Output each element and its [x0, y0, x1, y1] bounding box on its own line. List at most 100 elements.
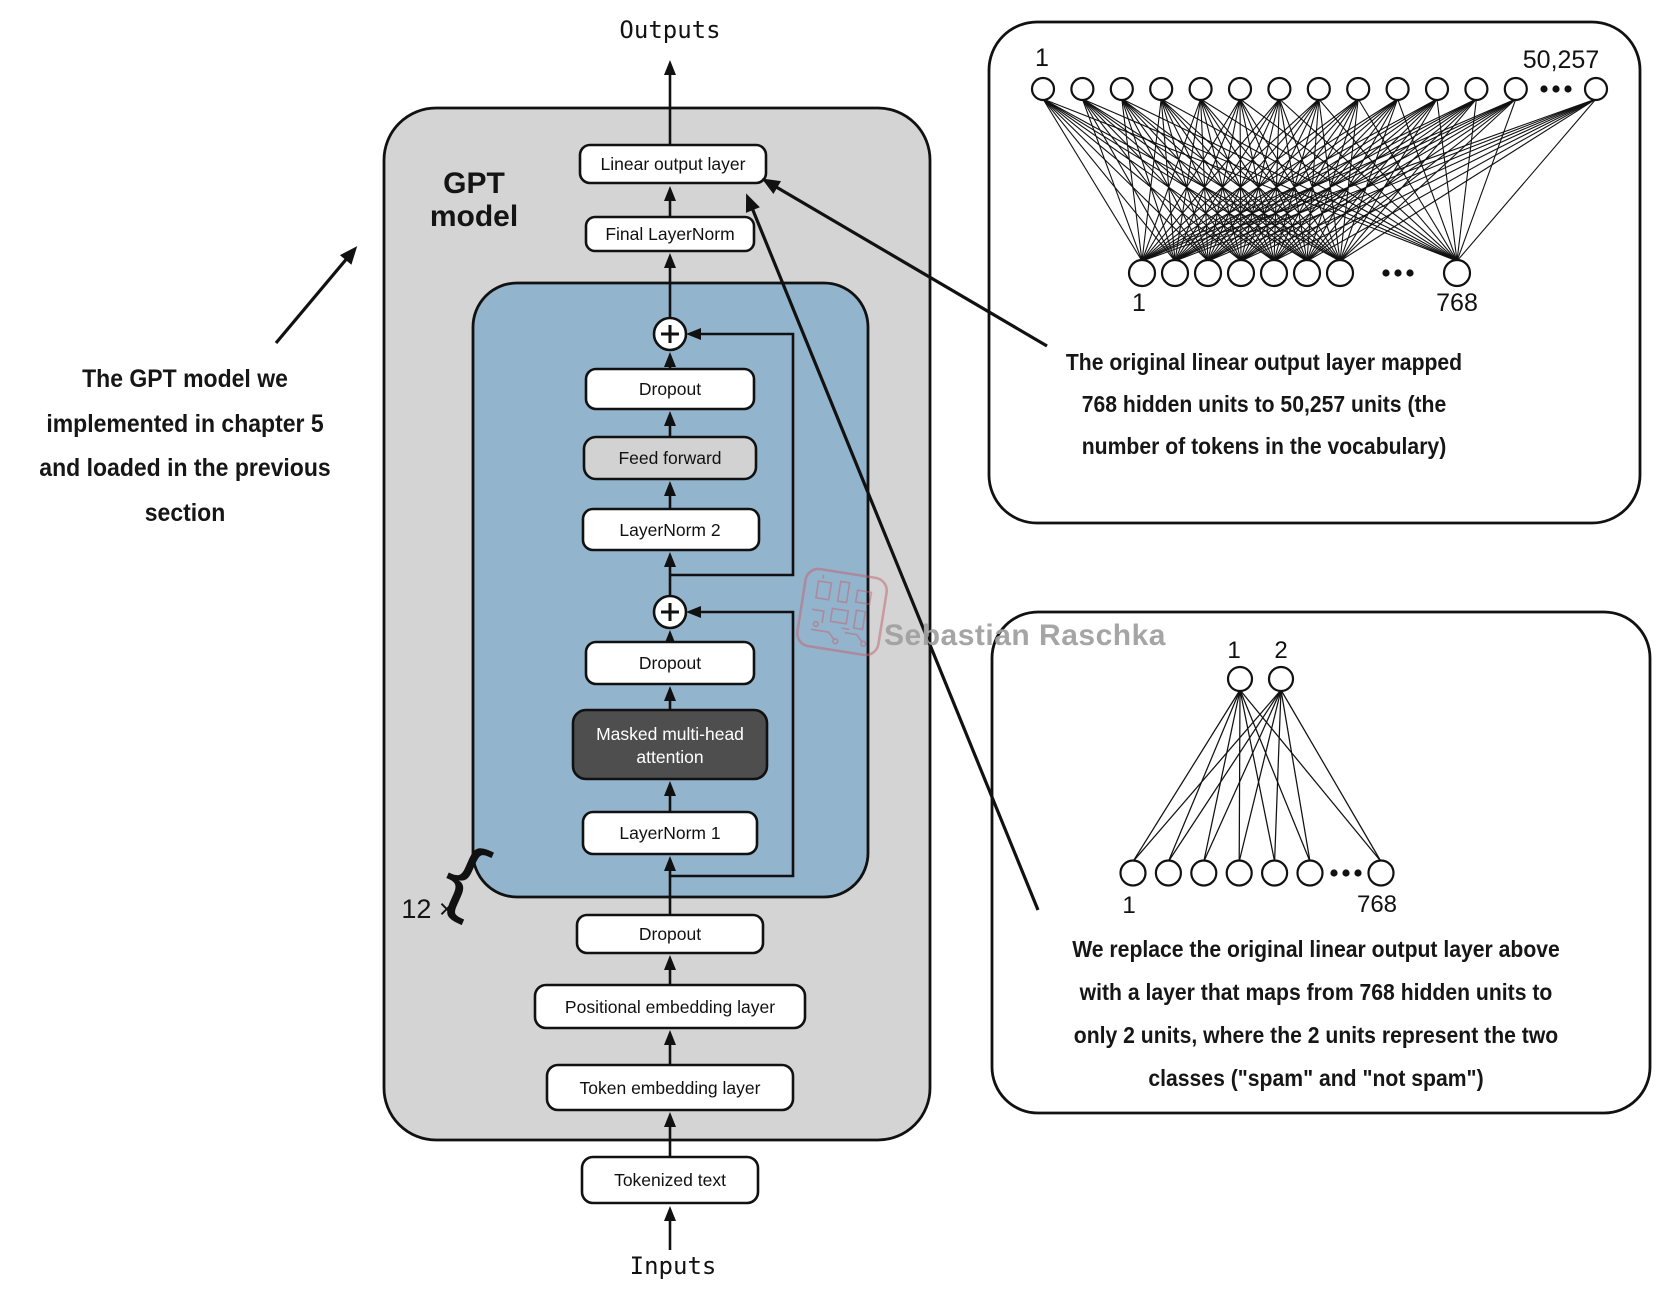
network-edge [1273, 98, 1517, 262]
layernorm2-box [581, 507, 761, 552]
gpt-model-title-line2: model [429, 200, 519, 233]
network-edge [1200, 98, 1275, 262]
network-edge [1203, 689, 1241, 862]
dropout-top-label: Dropout [639, 379, 701, 399]
replacement-output-layer-network [1119, 665, 1395, 887]
final-layernorm-label: Final LayerNorm [605, 224, 734, 244]
ellipsis-dot [1540, 85, 1548, 93]
original-layer-caption-line: 768 hidden units to 50,257 units (the [1081, 391, 1447, 417]
network-node [1227, 76, 1253, 102]
network-node [1306, 76, 1331, 102]
repl-top-label-2: 2 [1274, 637, 1287, 664]
network-node [1030, 76, 1056, 102]
network-edge [1141, 98, 1280, 262]
network-edge [1082, 98, 1308, 262]
network-node [1127, 258, 1157, 288]
masked-attention-label-line2: attention [636, 747, 703, 767]
network-edge [1141, 98, 1162, 262]
network-node [1367, 859, 1395, 887]
original-output-layer-network [1030, 76, 1609, 288]
original-layer-caption-line: number of tokens in the vocabulary) [1081, 433, 1447, 459]
outputs-label: Outputs [619, 16, 721, 44]
network-edge [1306, 98, 1477, 262]
network-edge [1273, 689, 1282, 862]
network-edge [1141, 98, 1320, 262]
network-edge [1456, 98, 1597, 262]
network-edge [1273, 98, 1359, 262]
network-node [1442, 258, 1472, 288]
network-edge [1121, 98, 1143, 262]
network-node [1226, 665, 1254, 693]
layernorm1-box [581, 810, 759, 856]
network-edge [1207, 98, 1517, 262]
network-edge [1167, 689, 1282, 862]
arrow-left-note-to-gpt [274, 246, 358, 345]
orig-bottom-last-label: 768 [1436, 289, 1478, 317]
network-edge [1121, 98, 1209, 262]
ellipsis-dot [1564, 85, 1572, 93]
network-edge [1042, 98, 1143, 262]
positional-embedding-box [533, 983, 807, 1030]
arrow-original-panel-to-linear-output [761, 178, 1048, 348]
network-edge [1306, 98, 1359, 262]
network-node [1267, 76, 1292, 102]
network-edge [1238, 689, 1241, 862]
network-edge [1238, 689, 1282, 862]
network-node [1109, 76, 1134, 102]
token-embedding-label: Token embedding layer [580, 1078, 761, 1098]
network-edge [1273, 98, 1597, 262]
network-node [1225, 859, 1253, 887]
repl-bottom-first-label: 1 [1122, 892, 1135, 919]
ellipsis-dot [1342, 869, 1350, 877]
ellipsis-dot [1330, 869, 1338, 877]
network-edge [1200, 98, 1242, 262]
network-edge [1207, 98, 1320, 262]
network-edge [1273, 98, 1399, 262]
network-edge [1121, 98, 1275, 262]
network-edge [1240, 98, 1398, 262]
network-node [1154, 859, 1183, 887]
network-edge [1207, 98, 1477, 262]
network-node [1190, 859, 1218, 887]
network-edge [1160, 98, 1242, 262]
network-edge [1239, 98, 1458, 262]
orig-top-last-label: 50,257 [1523, 46, 1599, 74]
feed-forward-label: Feed forward [618, 448, 721, 468]
network-edge [1042, 98, 1176, 262]
network-edge [1207, 98, 1597, 262]
network-edge [1306, 98, 1597, 262]
network-edge [1167, 689, 1241, 862]
original-layer-caption: The original linear output layer mapped … [988, 341, 1540, 467]
network-edge [1132, 689, 1282, 862]
network-node [1346, 76, 1371, 102]
ellipsis-dot [1406, 269, 1414, 277]
dropout-bottom-box [575, 913, 765, 955]
network-edge [1239, 98, 1242, 262]
final-layernorm-box [584, 215, 756, 253]
network-edge [1240, 98, 1597, 262]
network-node [1188, 76, 1213, 102]
network-edge [1239, 98, 1308, 262]
network-node [1267, 665, 1295, 693]
network-edge [1306, 98, 1320, 262]
network-edge [1456, 98, 1517, 262]
network-edge [1160, 98, 1308, 262]
ellipsis-dot [1382, 269, 1390, 277]
network-node [1292, 258, 1322, 288]
network-edge [1042, 98, 1242, 262]
network-edge [1081, 98, 1176, 262]
network-edge [1240, 98, 1280, 262]
watermark-author-text: Sebastian Raschka [884, 619, 1166, 652]
network-edge [1141, 98, 1438, 262]
network-edge [1160, 98, 1275, 262]
network-edge [1207, 98, 1398, 262]
network-edge [1207, 98, 1280, 262]
network-node [1325, 258, 1355, 288]
network-edge [1278, 98, 1308, 262]
replacement-layer-panel [990, 610, 1652, 1115]
residual-add-upper [652, 316, 688, 352]
tokenized-text-label: Tokenized text [614, 1170, 726, 1190]
arrow-replacement-panel-to-linear-output [745, 193, 1040, 911]
network-node [1259, 258, 1289, 288]
